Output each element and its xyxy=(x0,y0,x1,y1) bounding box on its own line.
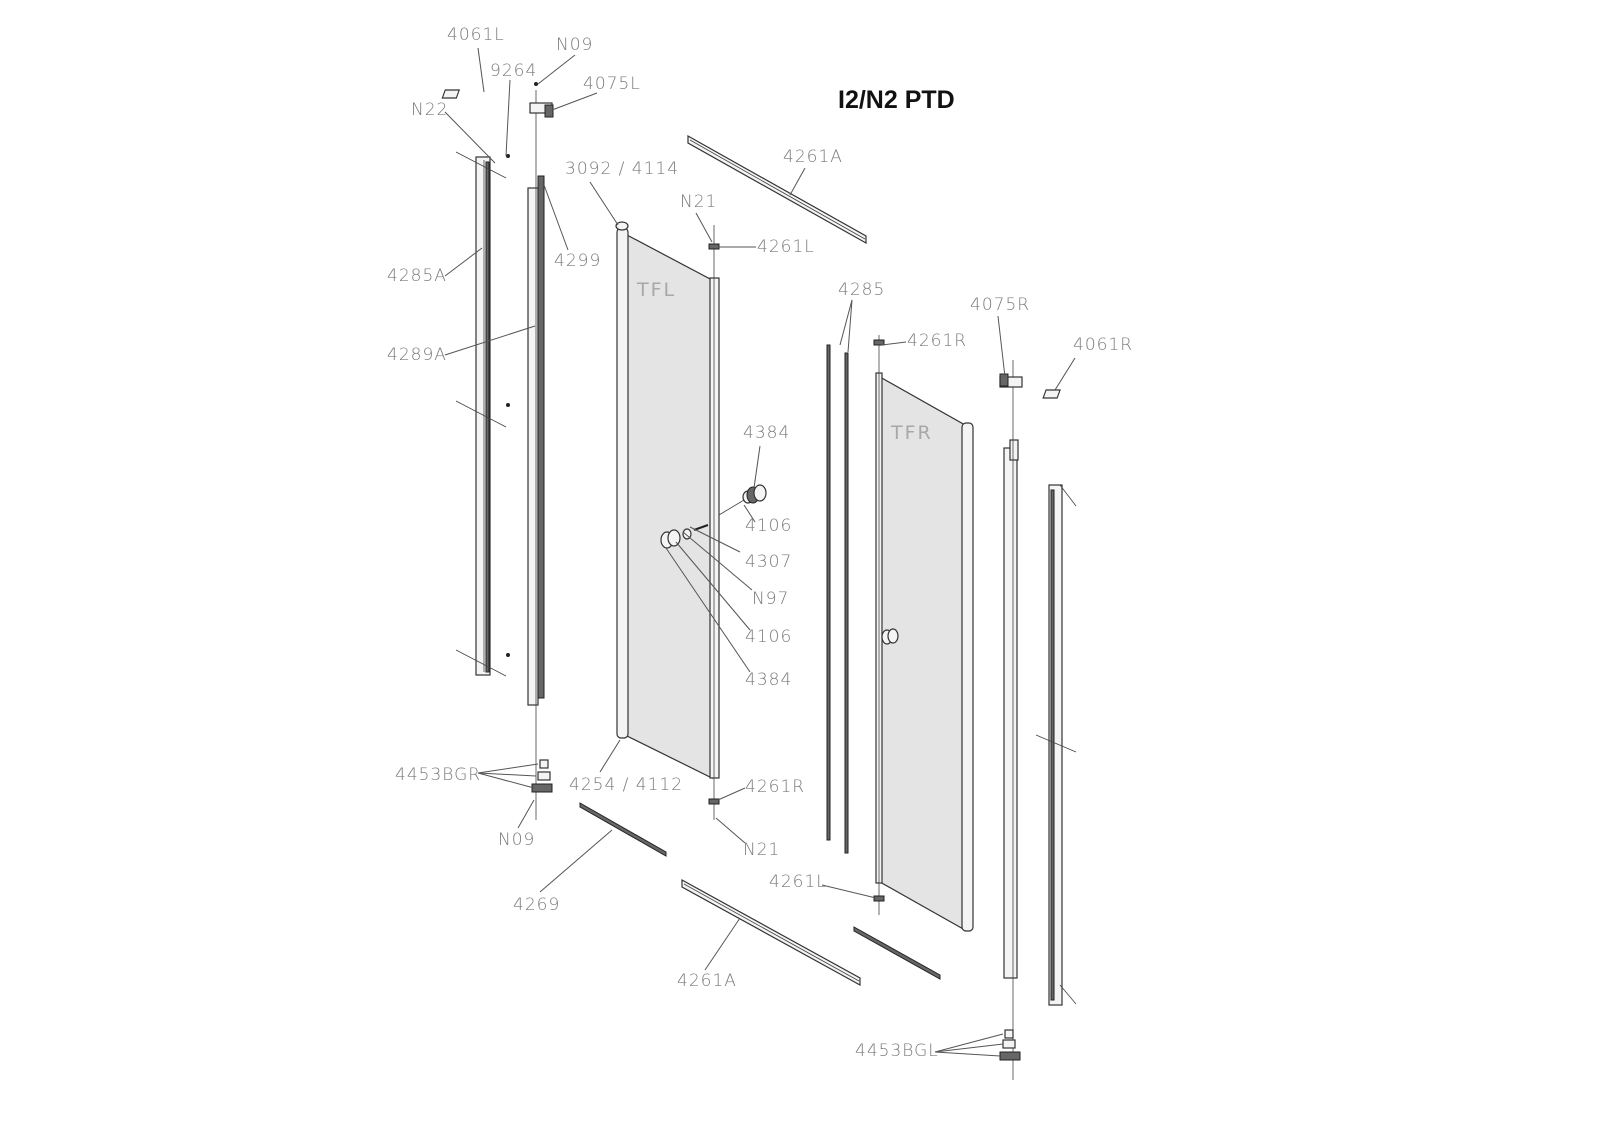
label-N09-bottom: N09 xyxy=(498,830,535,850)
label-N22: N22 xyxy=(411,100,448,120)
label-N09-top: N09 xyxy=(556,35,593,55)
label-4261L-top: 4261L xyxy=(757,237,815,257)
bottom-rail-4261A xyxy=(681,878,861,987)
label-4075L: 4075L xyxy=(583,74,641,94)
label-N97: N97 xyxy=(752,589,789,609)
label-4307: 4307 xyxy=(745,552,792,572)
cap-4061L xyxy=(441,89,461,99)
label-4384-b: 4384 xyxy=(745,670,792,690)
label-4384-a: 4384 xyxy=(743,423,790,443)
gaskets-4285 xyxy=(826,344,849,854)
handle-assembly xyxy=(660,484,767,549)
label-TFR: TFR xyxy=(890,422,933,444)
hinge-4075L xyxy=(529,82,554,118)
door-panel-TFR xyxy=(873,335,974,932)
label-4261R-top: 4261R xyxy=(907,331,967,351)
label-4261L-bottom: 4261L xyxy=(769,872,827,892)
profile-right-inner xyxy=(1003,360,1019,1080)
label-4254-4112: 4254 / 4112 xyxy=(569,775,683,795)
hinge-4075R xyxy=(999,373,1023,388)
top-rail-4261A xyxy=(687,134,867,245)
profile-4289A xyxy=(527,90,545,820)
label-4261R-bottom: 4261R xyxy=(745,777,805,797)
label-4075R: 4075R xyxy=(970,295,1030,315)
label-4285A: 4285A xyxy=(387,266,447,286)
label-4269: 4269 xyxy=(513,895,560,915)
label-4106-a: 4106 xyxy=(745,516,792,536)
label-4261A-top: 4261A xyxy=(783,147,843,167)
bottom-hinge-4453BGR xyxy=(531,759,553,793)
label-4299: 4299 xyxy=(554,251,601,271)
leader-lines xyxy=(444,47,1076,1057)
label-9264: 9264 xyxy=(490,61,537,81)
label-4453BGR: 4453BGR xyxy=(395,765,481,785)
label-4061L: 4061L xyxy=(447,25,505,45)
bottom-seal-right xyxy=(853,926,941,980)
bottom-seal-4269 xyxy=(579,802,667,857)
cap-4061R xyxy=(1042,389,1061,399)
label-4289A: 4289A xyxy=(387,345,447,365)
diagram-title: I2/N2 PTD xyxy=(838,86,955,114)
label-4453BGL: 4453BGL xyxy=(855,1041,939,1061)
label-TFL: TFL xyxy=(636,279,676,301)
label-N21-top: N21 xyxy=(680,192,717,212)
label-4285: 4285 xyxy=(838,280,885,300)
wall-profile-4285A xyxy=(455,151,510,677)
wall-profile-right xyxy=(1035,484,1077,1006)
door-panel-TFL xyxy=(615,221,720,820)
label-3092-4114: 3092 / 4114 xyxy=(565,159,679,179)
label-4061R: 4061R xyxy=(1073,335,1133,355)
label-4106-b: 4106 xyxy=(745,627,792,647)
label-4261A-bottom: 4261A xyxy=(677,971,737,991)
label-N21-bottom: N21 xyxy=(743,840,780,860)
